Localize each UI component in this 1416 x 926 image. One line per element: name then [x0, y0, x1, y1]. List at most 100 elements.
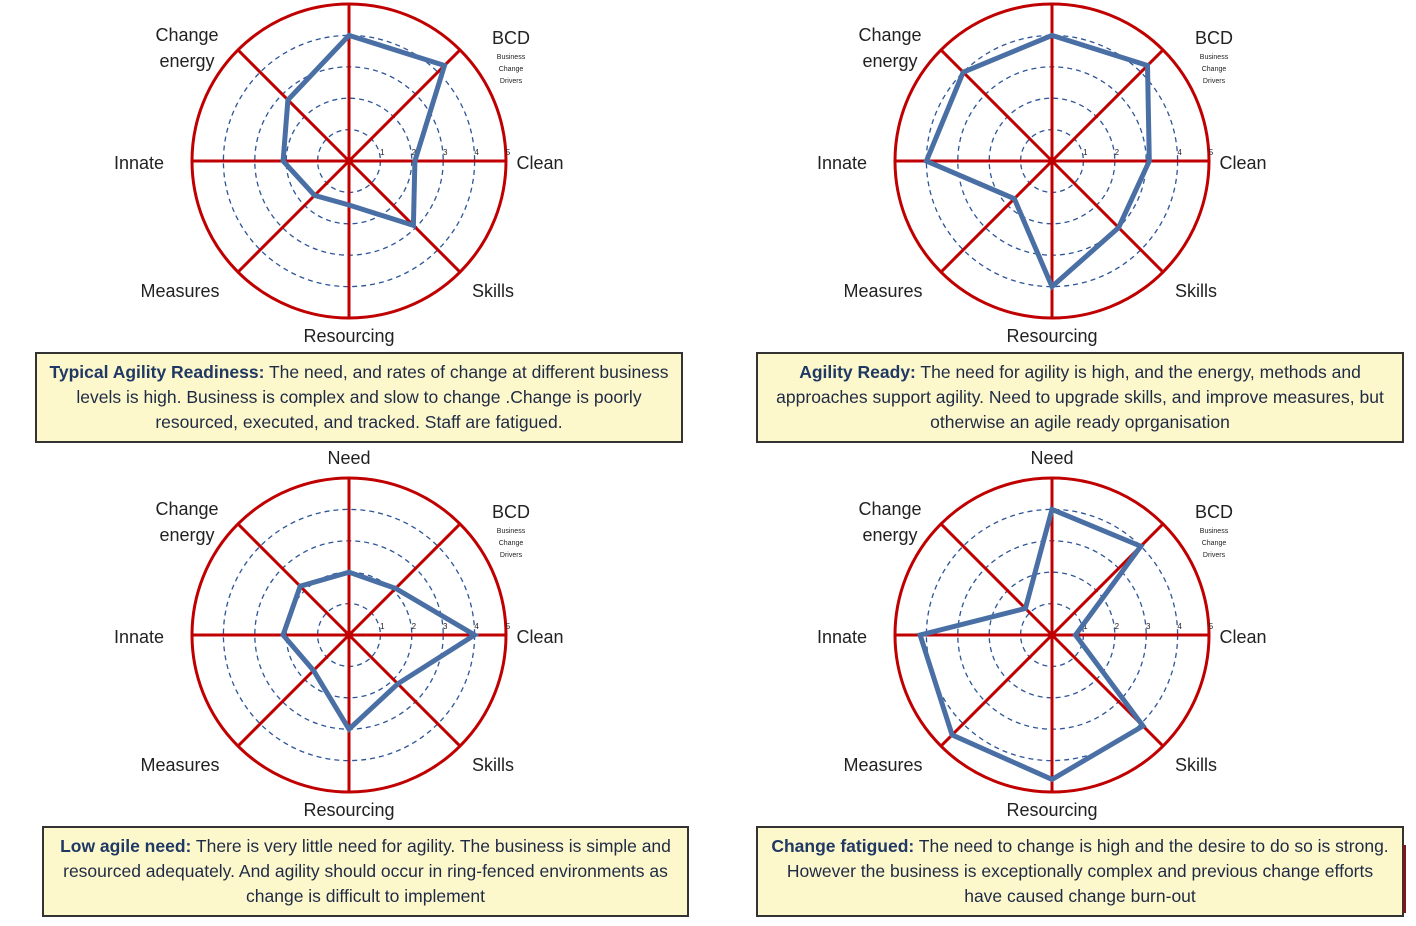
axis-label-innate: Innate — [817, 627, 867, 647]
axis-label-change-energy: Change — [155, 25, 218, 45]
radar-data-point — [1023, 606, 1027, 610]
axis-sublabel-bcd: Change — [499, 540, 524, 547]
radar-tick-label: 4 — [474, 148, 479, 157]
axis-label-change-energy: Change — [858, 499, 921, 519]
axis-label-innate: Innate — [817, 153, 867, 173]
axis-label-clean: Clean — [1219, 153, 1266, 173]
axis-label-need: Need — [1030, 448, 1073, 468]
radar-data-point — [1141, 724, 1145, 728]
radar-tick-label: 1 — [1083, 622, 1088, 631]
axis-label-resourcing: Resourcing — [303, 326, 394, 346]
caption-agility-ready: Agility Ready: The need for agility is h… — [756, 352, 1404, 443]
axis-label-change-energy: energy — [159, 525, 214, 545]
radar-spoke — [1050, 522, 1165, 637]
radar-data-point — [347, 203, 351, 207]
edge-mark — [1403, 845, 1406, 913]
radar-data-point — [1117, 226, 1121, 230]
radar-data-point — [298, 584, 302, 588]
axis-label-bcd: BCD — [1195, 28, 1233, 48]
radar-data-point — [1074, 633, 1077, 637]
radar-spoke — [347, 159, 462, 274]
radar-tick-label: 1 — [380, 622, 385, 631]
caption-title: Low agile need: — [60, 836, 192, 856]
radar-spoke — [236, 48, 351, 163]
radar-tick-label: 4 — [1177, 622, 1182, 631]
radar-data-point — [473, 633, 477, 637]
radar-data-point — [281, 633, 285, 637]
axis-label-bcd: BCD — [492, 502, 530, 522]
radar-data-point — [347, 33, 351, 37]
radar-data-point — [347, 570, 351, 574]
axis-label-bcd: BCD — [1195, 502, 1233, 522]
radar-spoke — [939, 48, 1054, 163]
radar-spoke — [939, 159, 1054, 274]
radar-data-point — [1050, 285, 1054, 289]
axis-label-clean: Clean — [516, 153, 563, 173]
radar-data-point — [924, 159, 928, 163]
radar-spoke — [236, 522, 351, 637]
axis-label-need: Need — [327, 448, 370, 468]
axis-sublabel-bcd: Business — [1200, 54, 1229, 61]
axis-label-measures: Measures — [140, 755, 219, 775]
radar-tick-label: 2 — [412, 148, 417, 157]
radar-spoke — [939, 633, 1054, 748]
axis-sublabel-bcd: Drivers — [1203, 552, 1226, 559]
radar-data-point — [347, 727, 351, 731]
radar-data-point — [286, 98, 290, 102]
axis-label-skills: Skills — [472, 755, 514, 775]
radar-tick-label: 5 — [1209, 148, 1214, 157]
caption-typical: Typical Agility Readiness: The need, and… — [35, 352, 683, 443]
axis-sublabel-bcd: Business — [497, 54, 526, 61]
axis-label-skills: Skills — [472, 281, 514, 301]
caption-text: There is very little need for agility. T… — [63, 836, 671, 906]
radar-tick-label: 4 — [474, 622, 479, 631]
radar-data-point — [443, 64, 446, 67]
radar-tick-label: 3 — [443, 148, 448, 157]
axis-sublabel-bcd: Change — [1202, 540, 1227, 547]
radar-data-point — [1139, 544, 1143, 548]
caption-title: Typical Agility Readiness: — [49, 362, 265, 382]
caption-change-fatigued: Change fatigued: The need to change is h… — [756, 826, 1404, 917]
radar-tick-label: 3 — [1146, 622, 1151, 631]
radar-data-point — [394, 586, 398, 590]
radar-data-point — [961, 70, 965, 74]
radar-spoke — [236, 633, 351, 748]
radar-spoke — [347, 633, 462, 748]
radar-data-point — [411, 223, 415, 227]
radar-data-point — [281, 159, 285, 163]
axis-label-skills: Skills — [1175, 755, 1217, 775]
axis-label-measures: Measures — [843, 281, 922, 301]
radar-tick-label: 1 — [1083, 148, 1088, 157]
radar-data-point — [312, 669, 315, 672]
axis-sublabel-bcd: Drivers — [500, 552, 523, 559]
axis-label-clean: Clean — [516, 627, 563, 647]
axis-sublabel-bcd: Change — [499, 66, 524, 73]
radar-spoke — [1050, 159, 1165, 274]
axis-label-change-energy: Change — [155, 499, 218, 519]
radar-data-point — [1050, 33, 1054, 37]
radar-series-line — [916, 505, 1147, 783]
radar-tick-label: 2 — [412, 622, 417, 631]
radar-data-point — [1050, 507, 1054, 511]
caption-text: The need, and rates of change at differe… — [76, 362, 669, 432]
axis-label-resourcing: Resourcing — [1006, 800, 1097, 820]
axis-label-change-energy: energy — [862, 525, 917, 545]
radar-data-point — [1146, 64, 1149, 67]
caption-text: The need for agility is high, and the en… — [776, 362, 1384, 432]
radar-tick-label: 5 — [1209, 622, 1214, 631]
axis-label-change-energy: energy — [862, 51, 917, 71]
caption-text: The need to change is high and the desir… — [786, 836, 1389, 906]
radar-tick-label: 1 — [380, 148, 385, 157]
axis-label-measures: Measures — [140, 281, 219, 301]
radar-data-point — [313, 193, 317, 197]
axis-label-change-energy: energy — [159, 51, 214, 71]
caption-title: Agility Ready: — [799, 362, 916, 382]
radar-spoke — [236, 159, 351, 274]
radar-data-point — [950, 733, 954, 737]
